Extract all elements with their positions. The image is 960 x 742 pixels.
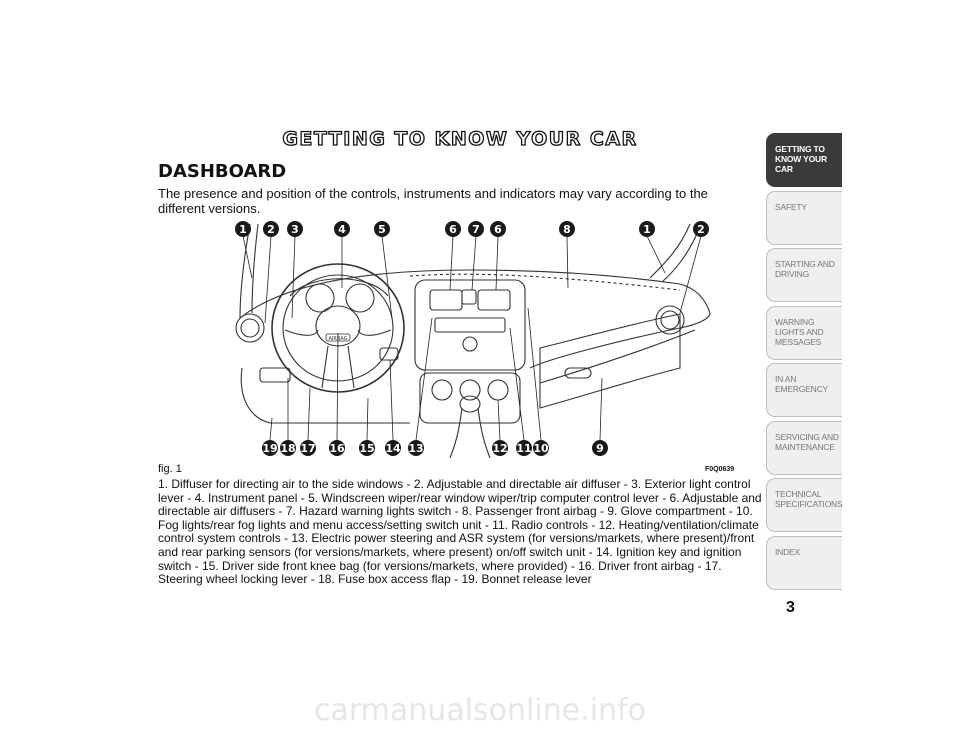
callout-19: 19 — [262, 440, 278, 456]
svg-text:7: 7 — [472, 223, 480, 236]
svg-text:16: 16 — [329, 442, 345, 455]
callout-1: 1 — [235, 221, 251, 237]
callout-12: 12 — [492, 440, 508, 456]
callout-4: 4 — [334, 221, 350, 237]
page-title: GETTING TO KNOW YOUR CAR — [282, 127, 638, 150]
svg-text:9: 9 — [596, 442, 604, 455]
svg-text:11: 11 — [516, 442, 531, 455]
svg-text:15: 15 — [359, 442, 374, 455]
callout-18: 18 — [280, 440, 296, 456]
dashboard-illustration: AIRBAG 1 2 3 4 5 6 7 6 8 1 2 — [235, 221, 711, 459]
svg-text:1: 1 — [643, 223, 651, 236]
callout-6b: 6 — [490, 221, 506, 237]
svg-text:13: 13 — [408, 442, 423, 455]
callout-2b: 2 — [693, 221, 709, 237]
page-number: 3 — [786, 599, 795, 616]
figure-code: F0Q0639 — [705, 466, 735, 473]
chapter-tabs: GETTING TO KNOW YOUR CAR SAFETY STARTING… — [766, 133, 843, 593]
callout-3: 3 — [287, 221, 303, 237]
tab-warning-lights[interactable]: WARNING LIGHTS AND MESSAGES — [766, 305, 842, 360]
svg-text:12: 12 — [492, 442, 507, 455]
tab-servicing[interactable]: SERVICING AND MAINTENANCE — [766, 420, 842, 475]
intro-text: The presence and position of the control… — [158, 186, 708, 216]
callout-10: 10 — [533, 440, 549, 456]
tab-emergency[interactable]: IN AN EMERGENCY — [766, 363, 842, 417]
callout-17: 17 — [300, 440, 316, 456]
callout-2: 2 — [263, 221, 279, 237]
svg-text:3: 3 — [291, 223, 299, 236]
svg-text:6: 6 — [449, 223, 457, 236]
svg-text:14: 14 — [385, 442, 401, 455]
callout-11: 11 — [516, 440, 532, 456]
svg-text:5: 5 — [378, 223, 386, 236]
callout-5: 5 — [374, 221, 390, 237]
callout-6a: 6 — [445, 221, 461, 237]
svg-text:2: 2 — [267, 223, 275, 236]
svg-text:2: 2 — [697, 223, 705, 236]
watermark: carmanualsonline.info — [314, 693, 646, 728]
section-heading: DASHBOARD — [158, 161, 287, 182]
tab-starting-driving[interactable]: STARTING AND DRIVING — [766, 248, 842, 302]
callout-8: 8 — [559, 221, 575, 237]
callout-7: 7 — [468, 221, 484, 237]
callout-14: 14 — [385, 440, 401, 456]
svg-text:4: 4 — [338, 223, 346, 236]
tab-index[interactable]: INDEX — [766, 535, 842, 590]
svg-text:6: 6 — [494, 223, 502, 236]
callouts-bottom: 19 18 17 16 15 14 13 12 11 10 9 — [262, 440, 608, 456]
callout-15: 15 — [359, 440, 375, 456]
tab-safety[interactable]: SAFETY — [766, 190, 842, 245]
svg-text:8: 8 — [563, 223, 571, 236]
callouts-top: 1 2 3 4 5 6 7 6 8 1 2 — [235, 221, 709, 237]
svg-text:19: 19 — [262, 442, 277, 455]
tab-getting-to-know[interactable]: GETTING TO KNOW YOUR CAR — [766, 133, 842, 187]
callout-16: 16 — [329, 440, 345, 456]
svg-text:10: 10 — [533, 442, 549, 455]
figure-label: fig. 1 — [158, 463, 182, 475]
svg-text:18: 18 — [280, 442, 295, 455]
callout-9: 9 — [592, 440, 608, 456]
callout-13: 13 — [408, 440, 424, 456]
tab-technical[interactable]: TECHNICAL SPECIFICATIONS — [766, 478, 843, 532]
figure-caption: 1. Diffuser for directing air to the sid… — [158, 477, 762, 587]
svg-text:1: 1 — [239, 223, 247, 236]
callout-1b: 1 — [639, 221, 655, 237]
svg-text:17: 17 — [300, 442, 315, 455]
